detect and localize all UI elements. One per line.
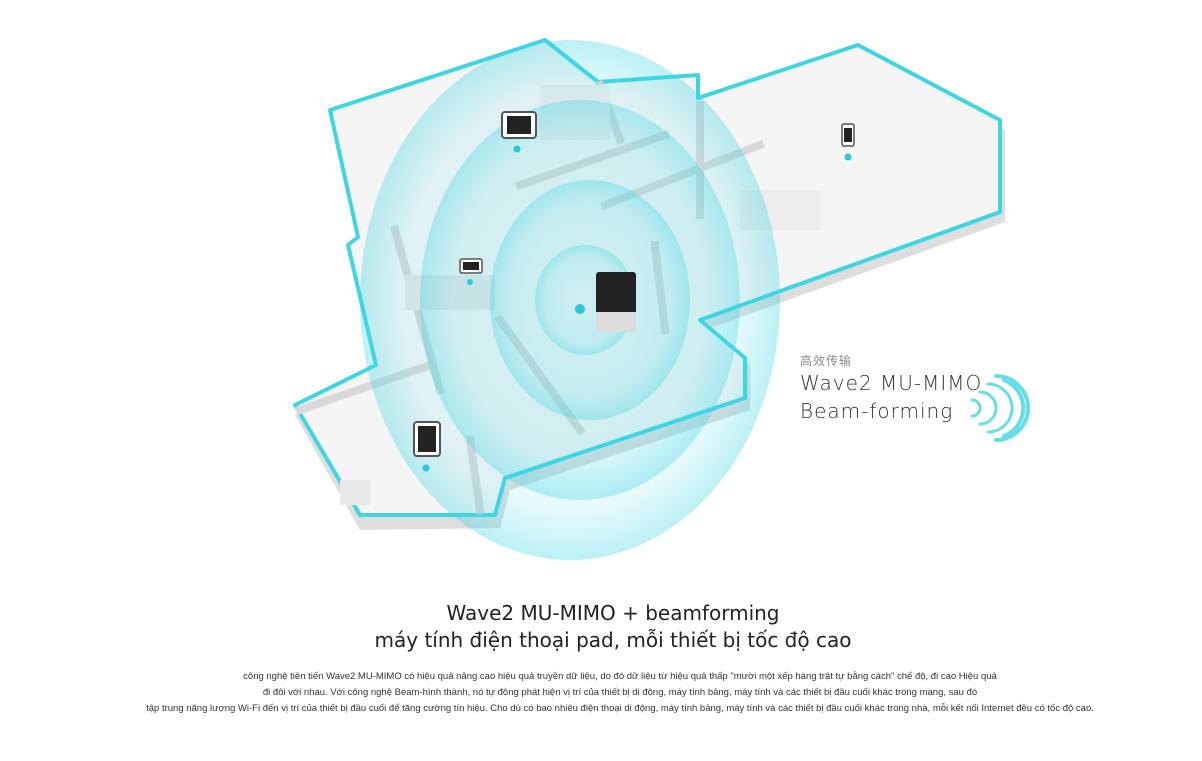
heading-line-2: máy tính điện thoại pad, mỗi thiết bị tố… — [374, 628, 852, 652]
feature-subtitle: 高效传输 — [800, 354, 853, 368]
heading-line-1: Wave2 MU-MIMO + beamforming — [446, 601, 780, 625]
description-line: công nghệ tiên tiến Wave2 MU-MIMO có hiệ… — [243, 671, 997, 682]
description-line: đi đôi với nhau. Với công nghệ Beam-hình… — [262, 687, 978, 698]
feature-line-1: Wave2 MU-MIMO — [800, 371, 983, 395]
floor-plan-illustration — [293, 38, 1030, 560]
description-line: tập trung năng lượng Wi-Fi đến vị trí củ… — [146, 703, 1094, 714]
router-device-icon — [575, 272, 636, 332]
laptop-device-icon — [459, 258, 483, 285]
description: công nghệ tiên tiến Wave2 MU-MIMO có hiệ… — [0, 669, 1202, 717]
feature-line-2: Beam-forming — [800, 399, 954, 423]
wifi-signal-icon — [970, 374, 1030, 442]
phone-device-icon — [841, 123, 855, 161]
tablet-device-icon — [501, 111, 537, 153]
feature-callout: 高效传输 Wave2 MU-MIMO Beam-forming — [800, 352, 982, 425]
wifi-coverage-waves — [360, 40, 780, 560]
tablet-device-icon — [413, 421, 441, 472]
